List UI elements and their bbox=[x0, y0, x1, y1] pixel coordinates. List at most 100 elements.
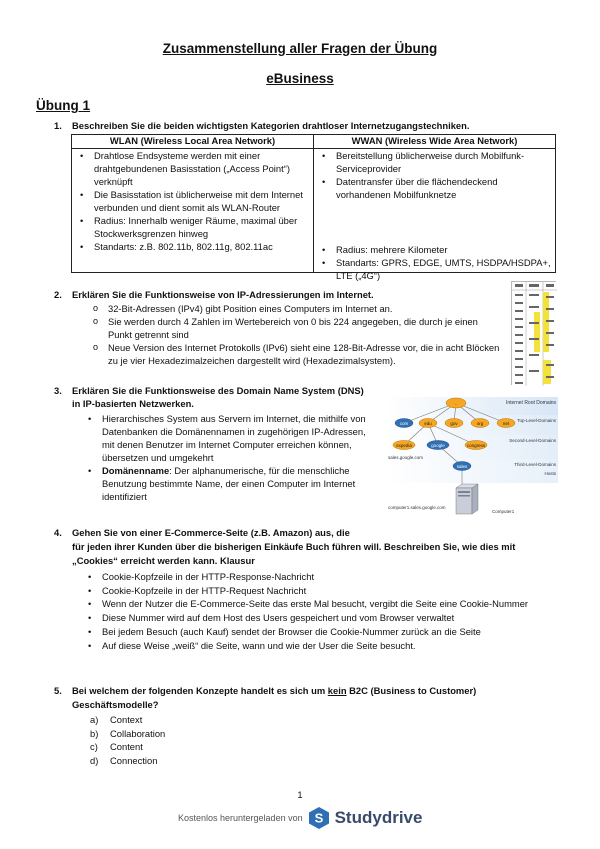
download-text: Kostenlos heruntergeladen von bbox=[178, 812, 303, 823]
list-item: Radius: Innerhalb weniger Räume, maximal… bbox=[74, 215, 311, 241]
question-text-pre: Bei welchem der folgenden Konzepte hande… bbox=[72, 685, 328, 696]
question-5: 5. Bei welchem der folgenden Konzepte han… bbox=[54, 685, 476, 698]
question-text: Gehen Sie von einer E-Commerce-Seite (z.… bbox=[72, 527, 350, 538]
question-1: 1. Beschreiben Sie die beiden wichtigsten… bbox=[54, 120, 469, 133]
server-icon bbox=[455, 483, 479, 515]
wlan-cell: Drahtlose Endsysteme werden mit einer dr… bbox=[71, 147, 314, 273]
question-4-line3: „Cookies“ erreicht werden kann. Klausur bbox=[72, 555, 255, 566]
list-item: Bei jedem Besuch (auch Kauf) sendet der … bbox=[82, 625, 542, 639]
tld-node bbox=[418, 418, 438, 428]
logo-letter: S bbox=[314, 811, 323, 826]
sld-node bbox=[392, 440, 416, 450]
question-text: Erklären Sie die Funktionsweise des Doma… bbox=[72, 385, 364, 396]
question-3: 3. Erklären Sie die Funktionsweise des Do… bbox=[54, 385, 364, 398]
list-item: Auf diese Weise „weiß“ die Seite, wann u… bbox=[82, 639, 542, 653]
option-text: Context bbox=[110, 714, 143, 725]
option-letter: c) bbox=[90, 741, 98, 753]
option-text: Collaboration bbox=[110, 727, 166, 739]
tld-node bbox=[444, 418, 464, 428]
page-number: 1 bbox=[297, 789, 303, 800]
tld-label: gov bbox=[450, 421, 458, 426]
table-header-wlan: WLAN (Wireless Local Area Network) bbox=[71, 134, 314, 149]
tld-node bbox=[496, 418, 516, 428]
computer-label: Computer1 bbox=[492, 509, 515, 514]
option-text: Connection bbox=[110, 755, 158, 767]
table-header-wwan: WWAN (Wireless Wide Area Network) bbox=[313, 134, 556, 149]
label-top: Top-Level-Domains bbox=[517, 418, 557, 423]
dns-list: Hierarchisches System aus Servern im Int… bbox=[82, 413, 372, 504]
list-item: Neue Version des Internet Protokolls (IP… bbox=[90, 341, 502, 368]
question-number: 5. bbox=[54, 685, 62, 696]
list-item: Drahtlose Endsysteme werden mit einer dr… bbox=[74, 150, 311, 189]
list-item: Diese Nummer wird auf dem Host des Users… bbox=[82, 611, 542, 625]
ip-table-thumbnail bbox=[511, 281, 557, 386]
download-footer[interactable]: Kostenlos heruntergeladen von S Studydri… bbox=[178, 806, 422, 830]
studydrive-brand[interactable]: Studydrive bbox=[334, 808, 423, 828]
question-text: Erklären Sie die Funktionsweise von IP-A… bbox=[72, 289, 374, 300]
tld-node bbox=[470, 418, 490, 428]
third-level-node bbox=[452, 461, 472, 471]
wwan-cell: Bereitstellung üblicherweise durch Mobil… bbox=[313, 147, 556, 281]
label-third: Third-Level-Domains bbox=[514, 462, 557, 467]
list-item: Radius: mehrere Kilometer bbox=[316, 244, 553, 257]
label-hosts: Hosts bbox=[544, 471, 556, 476]
list-item: Sie werden durch 4 Zahlen im Wertebereic… bbox=[90, 315, 502, 342]
option-letter: a) bbox=[90, 714, 99, 725]
question-2: 2. Erklären Sie die Funktionsweise von IP… bbox=[54, 289, 374, 302]
list-item: Hierarchisches System aus Servern im Int… bbox=[82, 413, 372, 465]
question-number: 2. bbox=[54, 289, 62, 300]
term-bold: Domänenname bbox=[102, 464, 170, 476]
list-item: Datentransfer über die flächendeckend vo… bbox=[316, 176, 553, 202]
ip-table-image bbox=[512, 282, 557, 386]
answer-option-c: c) Content bbox=[90, 740, 165, 754]
list-item: Bereitstellung üblicherweise durch Mobil… bbox=[316, 150, 553, 176]
tld-label: net bbox=[503, 421, 510, 426]
answer-options: a) Context b) Collaboration c) Content d) Co… bbox=[90, 713, 165, 768]
option-letter: b) bbox=[90, 727, 99, 739]
option-letter: d) bbox=[90, 755, 99, 767]
tld-label: edu bbox=[424, 421, 432, 426]
question-4: 4. Gehen Sie von einer E-Commerce-Seite (… bbox=[54, 527, 350, 540]
tld-label: com bbox=[400, 421, 409, 426]
document-subtitle: eBusiness bbox=[266, 71, 334, 86]
dns-hierarchy-diagram: Internet Root Domains Top-Level-Domains … bbox=[386, 397, 558, 515]
question-text: Beschreiben Sie die beiden wichtigsten K… bbox=[72, 120, 470, 131]
comparison-table: WLAN (Wireless Local Area Network) WWAN … bbox=[71, 134, 556, 281]
third-level-label: sales bbox=[457, 464, 468, 469]
option-text: Content bbox=[110, 741, 143, 753]
list-item: Wenn der Nutzer die E-Commerce-Seite das… bbox=[82, 597, 542, 611]
term-definition: : Der alphanumerische, für die menschlic… bbox=[102, 464, 356, 502]
question-text-post: B2C (Business to Customer) bbox=[346, 685, 477, 696]
question-number: 4. bbox=[54, 527, 62, 538]
list-item: Domänenname: Der alphanumerische, für di… bbox=[82, 465, 372, 504]
tld-label: org bbox=[477, 421, 484, 426]
question-number: 1. bbox=[54, 120, 62, 131]
ip-list: 32-Bit-Adressen (IPv4) gibt Position ein… bbox=[90, 302, 502, 368]
cookie-list: Cookie-Kopfzeile in der HTTP-Response-Na… bbox=[82, 570, 542, 652]
sld-node bbox=[464, 440, 488, 450]
root-node bbox=[445, 397, 467, 409]
question-5-line2: Geschäftsmodelle? bbox=[72, 699, 159, 710]
list-item: Standarts: z.B. 802.11b, 802.11g, 802.11… bbox=[74, 241, 311, 254]
label-root: Internet Root Domains bbox=[506, 400, 557, 406]
tld-node bbox=[394, 418, 414, 428]
studydrive-logo-icon: S bbox=[308, 807, 329, 829]
sld-label: expedia bbox=[396, 443, 412, 448]
list-item: Standarts: GPRS, EDGE, UMTS, HSDPA/HSDPA… bbox=[316, 257, 553, 283]
list-item: Die Basisstation ist üblicherweise mit d… bbox=[74, 189, 311, 215]
list-item: Cookie-Kopfzeile in der HTTP-Response-Na… bbox=[82, 570, 542, 584]
address-label-1: sales.google.com bbox=[388, 455, 423, 460]
answer-option-d: d) Connection bbox=[90, 754, 165, 768]
label-second: Second-Level-Domains bbox=[509, 438, 557, 443]
sld-node bbox=[426, 440, 450, 450]
list-item: 32-Bit-Adressen (IPv4) gibt Position ein… bbox=[90, 302, 502, 316]
answer-option-b: b) Collaboration bbox=[90, 727, 165, 741]
question-4-line2: für jeden ihrer Kunden über die bisherig… bbox=[72, 541, 516, 552]
list-item: Cookie-Kopfzeile in der HTTP-Request Nac… bbox=[82, 584, 542, 598]
address-label-2: computer1.sales.google.com bbox=[388, 505, 446, 510]
question-3-line2: in IP-basierten Netzwerken. bbox=[72, 398, 194, 409]
sld-label: google bbox=[431, 443, 445, 448]
answer-option-a: a) Context bbox=[90, 713, 165, 727]
question-number: 3. bbox=[54, 385, 62, 396]
